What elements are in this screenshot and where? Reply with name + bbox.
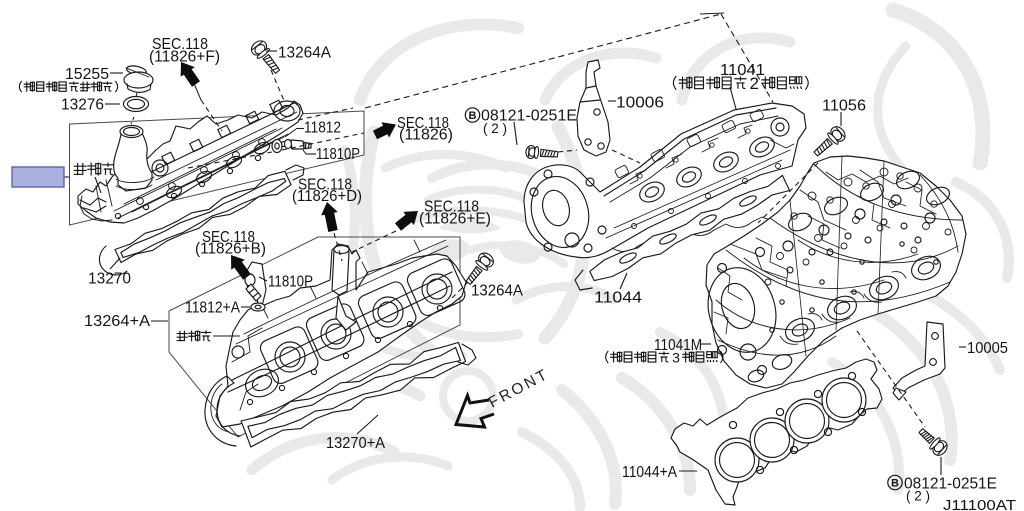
svg-text:11812+A: 11812+A: [185, 300, 241, 317]
svg-text:(11826+B): (11826+B): [195, 241, 266, 258]
svg-text:( 2 ): ( 2 ): [906, 489, 930, 504]
svg-text:11810P: 11810P: [268, 274, 313, 291]
svg-text:SEC.118: SEC.118: [424, 199, 479, 216]
svg-text:10006: 10006: [616, 95, 664, 112]
svg-text:2: 2: [750, 74, 759, 93]
svg-text:11056: 11056: [822, 98, 866, 115]
svg-text:08121-0251E: 08121-0251E: [481, 108, 577, 125]
svg-text:10005: 10005: [967, 340, 1008, 357]
svg-text:B: B: [469, 110, 477, 122]
svg-text:11041: 11041: [720, 62, 765, 79]
svg-text:(11826+F): (11826+F): [149, 49, 220, 66]
svg-text:13270: 13270: [88, 271, 131, 288]
svg-text:(11826): (11826): [399, 127, 453, 144]
svg-text:13270+A: 13270+A: [326, 435, 386, 452]
svg-text:15255: 15255: [65, 66, 109, 83]
svg-text:13264A: 13264A: [278, 45, 332, 62]
svg-text:13264A: 13264A: [471, 283, 524, 300]
svg-text:SEC.118: SEC.118: [152, 36, 208, 53]
svg-text:13264+A: 13264+A: [84, 313, 151, 330]
svg-text:J11100AT: J11100AT: [943, 498, 1016, 511]
svg-text:B: B: [891, 478, 899, 490]
svg-text:SEC.118: SEC.118: [298, 177, 352, 194]
svg-text:11041M: 11041M: [654, 337, 702, 354]
svg-text:SEC.118: SEC.118: [397, 115, 449, 132]
svg-text:13276: 13276: [61, 97, 104, 114]
svg-text:11044+A: 11044+A: [622, 464, 678, 481]
svg-text:SEC.118: SEC.118: [202, 229, 255, 246]
svg-text:08121-0251E: 08121-0251E: [904, 476, 997, 493]
svg-text:(11826+D): (11826+D): [292, 188, 362, 205]
svg-text:11812: 11812: [304, 120, 341, 137]
svg-text:(11826+E): (11826+E): [419, 211, 491, 228]
svg-text:( 2 ): ( 2 ): [483, 121, 507, 136]
svg-text:11810P: 11810P: [316, 146, 360, 163]
svg-text:11044: 11044: [594, 290, 642, 307]
svg-text:3: 3: [672, 349, 680, 365]
